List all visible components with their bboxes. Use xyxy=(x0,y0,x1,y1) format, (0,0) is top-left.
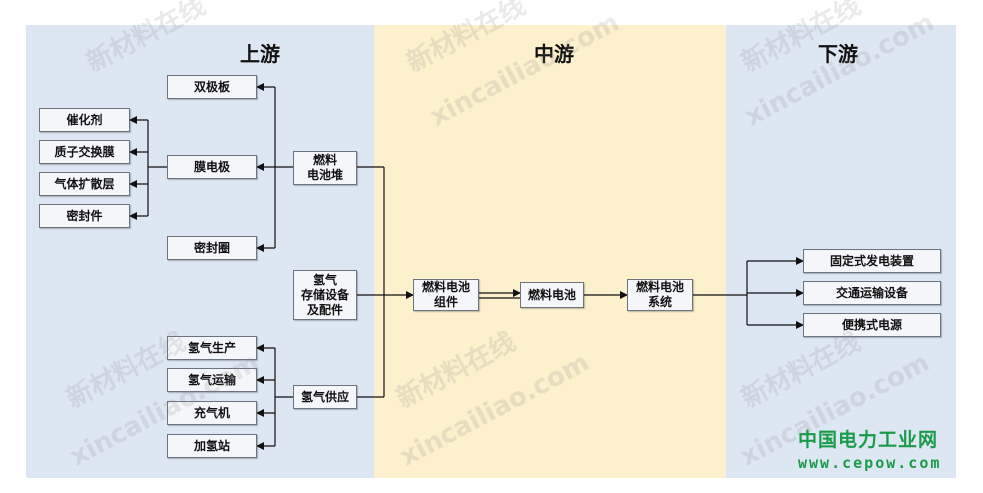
pem-box: 质子交换膜 xyxy=(39,140,130,164)
fuel-cell-box: 燃料电池 xyxy=(520,282,584,308)
downstream-heading: 下游 xyxy=(818,42,858,66)
compressor-box: 充气机 xyxy=(167,401,257,425)
h2-production-box: 氢气生产 xyxy=(167,336,257,360)
catalyst-box: 催化剂 xyxy=(39,108,130,132)
transport-equipment-box: 交通运输设备 xyxy=(803,281,941,305)
gasket-box: 密封圈 xyxy=(167,236,257,260)
portable-power-box: 便携式电源 xyxy=(803,313,941,337)
h2-station-box: 加氢站 xyxy=(167,434,257,458)
stationary-power-box: 固定式发电装置 xyxy=(803,249,941,273)
fuel-cell-stack-box: 燃料 电池堆 xyxy=(293,151,357,185)
seal-box: 密封件 xyxy=(39,204,130,228)
fuel-cell-module-box: 燃料电池 组件 xyxy=(413,279,479,311)
bipolar-plate-box: 双极板 xyxy=(167,75,257,99)
midstream-heading: 中游 xyxy=(534,42,574,66)
site-name: 中国电力工业网 xyxy=(798,429,939,451)
site-url: www.cepow.com xyxy=(798,454,942,472)
h2-transport-box: 氢气运输 xyxy=(167,368,257,392)
mea-box: 膜电极 xyxy=(167,155,257,179)
upstream-heading: 上游 xyxy=(240,42,280,66)
fuel-cell-system-box: 燃料电池 系统 xyxy=(627,279,693,311)
midstream-panel xyxy=(374,25,726,478)
gdl-box: 气体扩散层 xyxy=(39,172,130,196)
h2-storage-box: 氢气 存储设备 及配件 xyxy=(293,270,357,320)
h2-supply-box: 氢气供应 xyxy=(293,385,357,409)
